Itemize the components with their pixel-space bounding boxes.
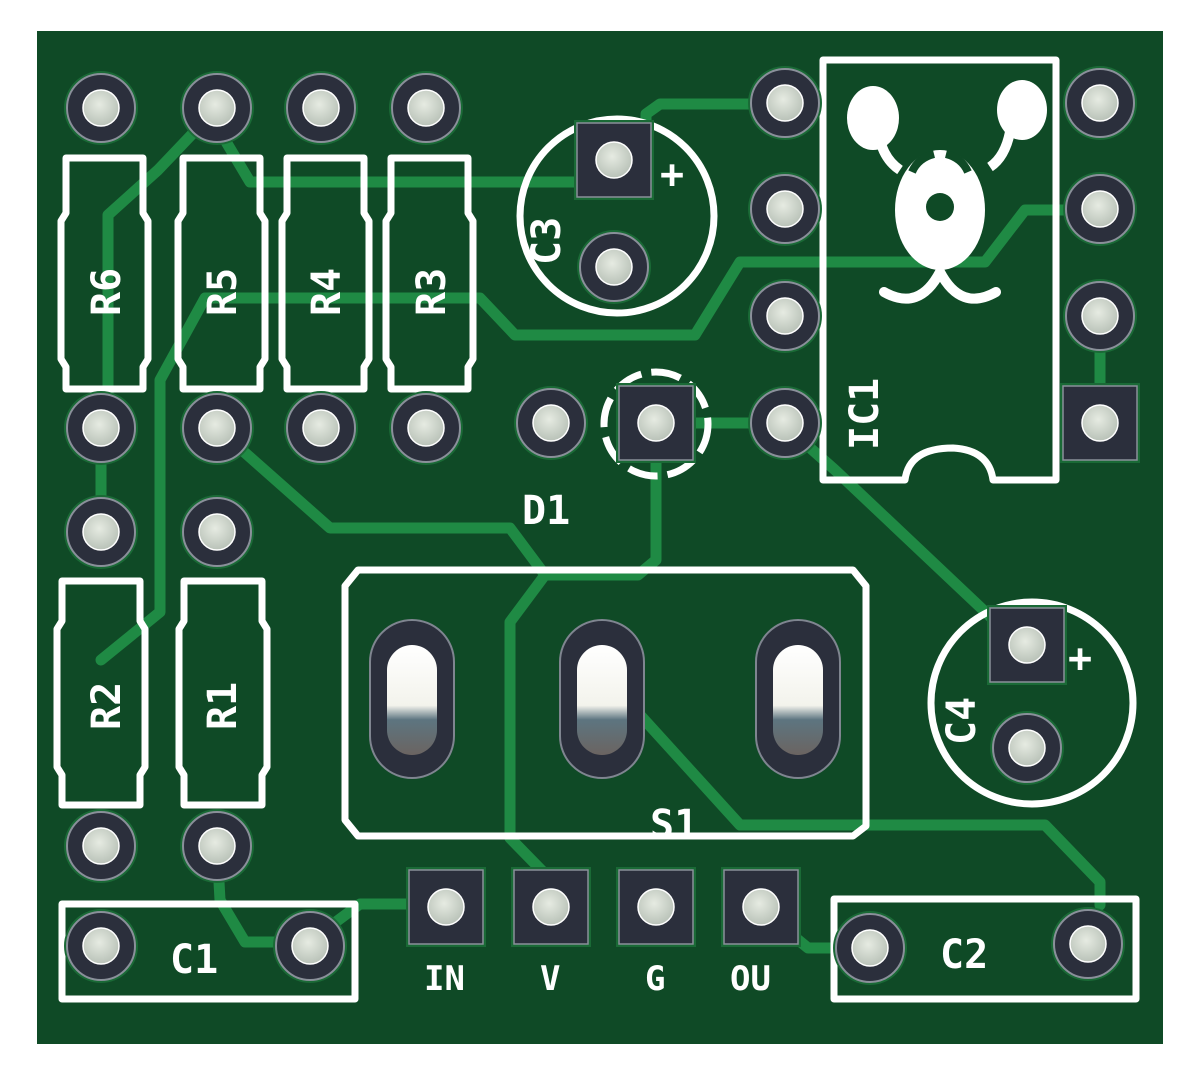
label-ou: OU: [730, 959, 771, 999]
label-c3-plus: +: [660, 152, 684, 198]
label-r3: R3: [409, 268, 455, 316]
label-r5: R5: [200, 268, 246, 316]
label-c2: C2: [940, 932, 988, 978]
label-in: IN: [424, 959, 465, 999]
switch-slots: [369, 619, 841, 779]
label-c4: C4: [939, 697, 985, 745]
silkscreen-outlines: [53, 56, 1140, 1003]
silkscreen-dog-logo-icon: [847, 80, 1047, 304]
label-r6: R6: [84, 268, 130, 316]
label-c1: C1: [170, 937, 218, 983]
label-c3: C3: [524, 217, 570, 265]
label-r1: R1: [200, 682, 246, 730]
label-r4: R4: [304, 268, 350, 316]
label-ic1: IC1: [842, 378, 888, 450]
label-r2: R2: [84, 682, 130, 730]
label-v: V: [540, 959, 560, 999]
d1-outline: [600, 368, 712, 480]
label-c4-plus: +: [1068, 636, 1092, 682]
label-s1: S1: [650, 802, 698, 848]
label-g: G: [645, 959, 665, 999]
silkscreen-labels: R6 R5 R4 R3 R2 R1 C3 + C4 + IC1 D1 S1 C1…: [84, 152, 1092, 999]
label-d1: D1: [522, 488, 570, 534]
